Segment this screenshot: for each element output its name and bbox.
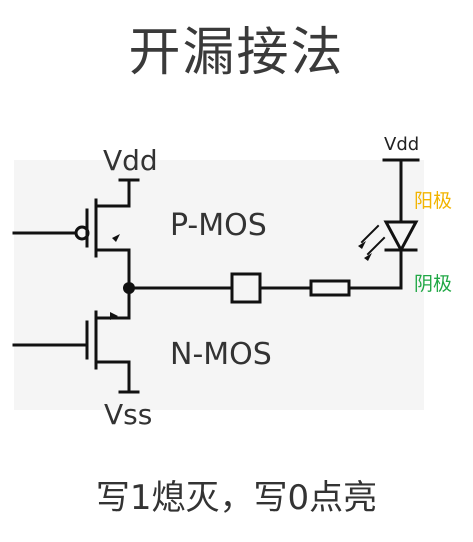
caption: 写1熄灭，写0点亮 — [95, 478, 378, 518]
led-triangle — [383, 220, 419, 254]
pmos-arrow — [112, 234, 120, 242]
diagram-title: 开漏接法 — [128, 23, 345, 83]
nmos-arrow — [110, 312, 118, 320]
cathode-label: 阴极 — [414, 273, 453, 295]
light-arrowhead-1 — [358, 241, 366, 249]
output-pin — [230, 272, 262, 304]
vss-label: Vss — [104, 398, 153, 431]
light-arrow-2 — [366, 236, 386, 256]
nmos-label: N-MOS — [170, 337, 272, 372]
vdd-left-label: Vdd — [103, 144, 158, 177]
resistor — [309, 279, 351, 297]
schematic-background — [14, 160, 424, 410]
vdd-right-label: Vdd — [384, 134, 420, 155]
anode-label: 阳极 — [414, 190, 453, 212]
light-arrowhead-2 — [364, 253, 372, 261]
junction-dot — [123, 282, 135, 294]
pmos-label: P-MOS — [170, 208, 267, 243]
light-arrow-1 — [360, 224, 380, 244]
